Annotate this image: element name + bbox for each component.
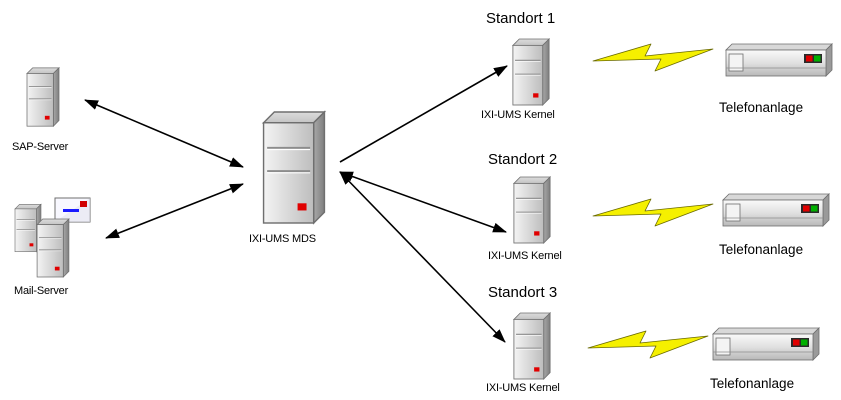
site-2-title: Standort 2 [488, 151, 558, 168]
kernel-1-server-icon [512, 38, 550, 106]
arrow-mds-site3 [339, 171, 506, 343]
mail-server [14, 197, 91, 278]
lightning-2-icon [592, 198, 714, 227]
mail-server-label: Mail-Server [14, 285, 69, 297]
sap-server-label: SAP-Server [12, 141, 69, 153]
lightning-1-icon [592, 43, 714, 72]
site-1-kernel-label: IXI-UMS Kernel [481, 109, 555, 121]
site-2-device-label: Telefonanlage [719, 242, 804, 257]
mds-label: IXI-UMS MDS [249, 233, 316, 245]
arrow-mds-site1 [339, 65, 508, 163]
sap-server [26, 67, 60, 127]
server-tower-icon [262, 110, 326, 225]
site-3-kernel-label: IXI-UMS Kernel [486, 382, 560, 394]
site-2-kernel-label: IXI-UMS Kernel [488, 250, 562, 262]
kernel-2-server-icon [513, 176, 551, 244]
arrow-mds-site2 [339, 171, 507, 233]
arrow-mail-mds [105, 183, 244, 239]
site-1-device-label: Telefonanlage [719, 100, 804, 115]
telefonanlage-1-icon [725, 43, 833, 77]
envelope-icon [54, 197, 91, 223]
telefonanlage-3-icon [712, 327, 820, 361]
site-1-title: Standort 1 [486, 10, 556, 27]
site-3-title: Standort 3 [488, 284, 558, 301]
mds-server [262, 110, 326, 225]
lightning-3-icon [587, 330, 709, 359]
mail-server-icon [14, 197, 91, 278]
telefonanlage-2-icon [722, 193, 830, 227]
kernel-3-server-icon [513, 312, 551, 380]
server-tower-icon [26, 67, 60, 127]
arrow-sap-mds [84, 99, 244, 168]
site-3-device-label: Telefonanlage [710, 376, 795, 391]
